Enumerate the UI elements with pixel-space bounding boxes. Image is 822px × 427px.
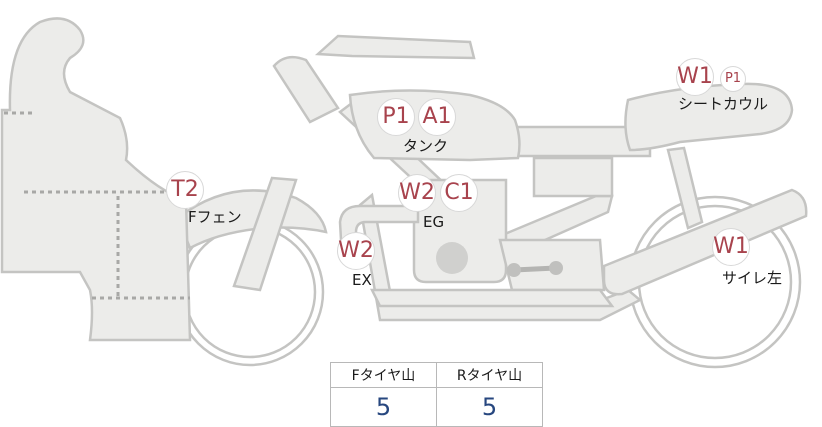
label-tank: タンク — [403, 137, 449, 155]
header-front-tire: Fタイヤ山 — [330, 362, 437, 388]
label-exhaust: EX — [352, 271, 372, 289]
steering-head — [272, 55, 340, 124]
footpeg-right — [549, 261, 563, 275]
side-cover — [532, 156, 614, 198]
front-cowl — [0, 17, 192, 342]
exhaust-run — [369, 288, 615, 308]
badge-seat-cowl-p1: P1 — [720, 66, 746, 92]
badge-tank-a1: A1 — [418, 98, 456, 136]
table-value-row: 5 5 — [330, 387, 543, 427]
badge-seat-cowl-w1: W1 — [676, 58, 714, 96]
exhaust-pipe — [338, 204, 420, 260]
label-seat-cowl: シートカウル — [678, 95, 769, 113]
table-header-row: Fタイヤ山 Rタイヤ山 — [330, 362, 543, 388]
label-engine: EG — [423, 213, 445, 231]
badge-engine-c1: C1 — [440, 174, 478, 212]
label-front-fender: Fフェン — [188, 208, 242, 226]
badge-front-fender-t2: T2 — [166, 171, 204, 209]
label-silencer-left: サイレ左 — [722, 269, 783, 287]
badge-silencer-w1: W1 — [712, 228, 750, 266]
header-rear-tire: Rタイヤ山 — [436, 362, 543, 388]
tire-tread-table: Fタイヤ山 Rタイヤ山 5 5 — [330, 362, 543, 427]
badge-exhaust-w2: W2 — [337, 232, 375, 270]
front-fork — [232, 176, 298, 292]
rear-shock — [666, 146, 704, 230]
value-rear-tire: 5 — [436, 387, 543, 427]
engine-cover — [436, 242, 468, 274]
badge-tank-p1: P1 — [377, 98, 415, 136]
value-front-tire: 5 — [330, 387, 437, 427]
badge-engine-w2: W2 — [398, 174, 436, 212]
footpeg-left — [507, 263, 521, 277]
footpeg-bar — [513, 265, 557, 273]
handlebar — [314, 34, 476, 60]
